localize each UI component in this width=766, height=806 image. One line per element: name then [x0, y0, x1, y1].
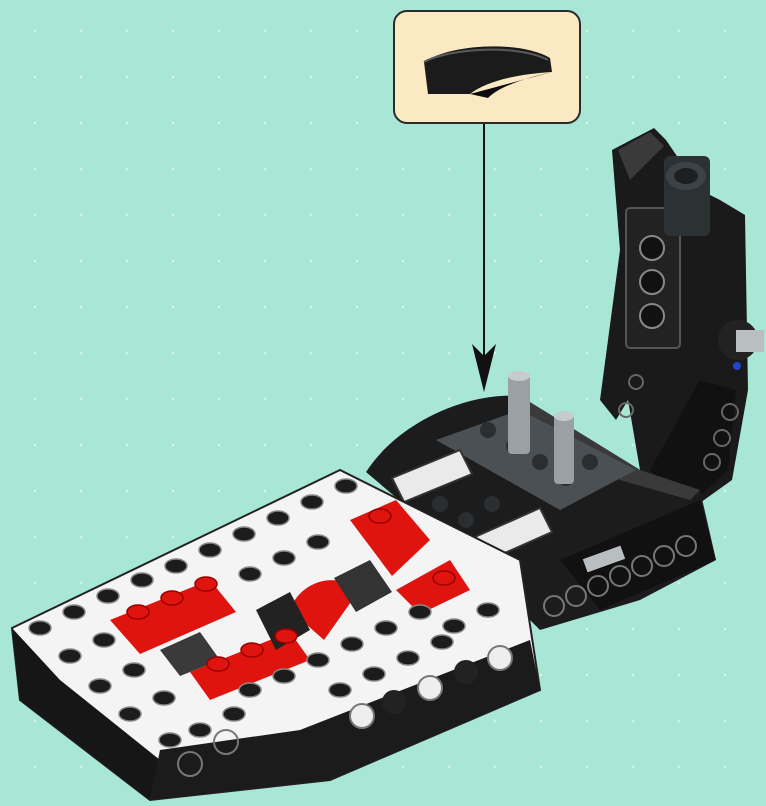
upright-arm-assembly — [600, 128, 764, 510]
black-curved-slope-brick-icon — [424, 46, 552, 98]
placement-arrow — [472, 124, 496, 392]
